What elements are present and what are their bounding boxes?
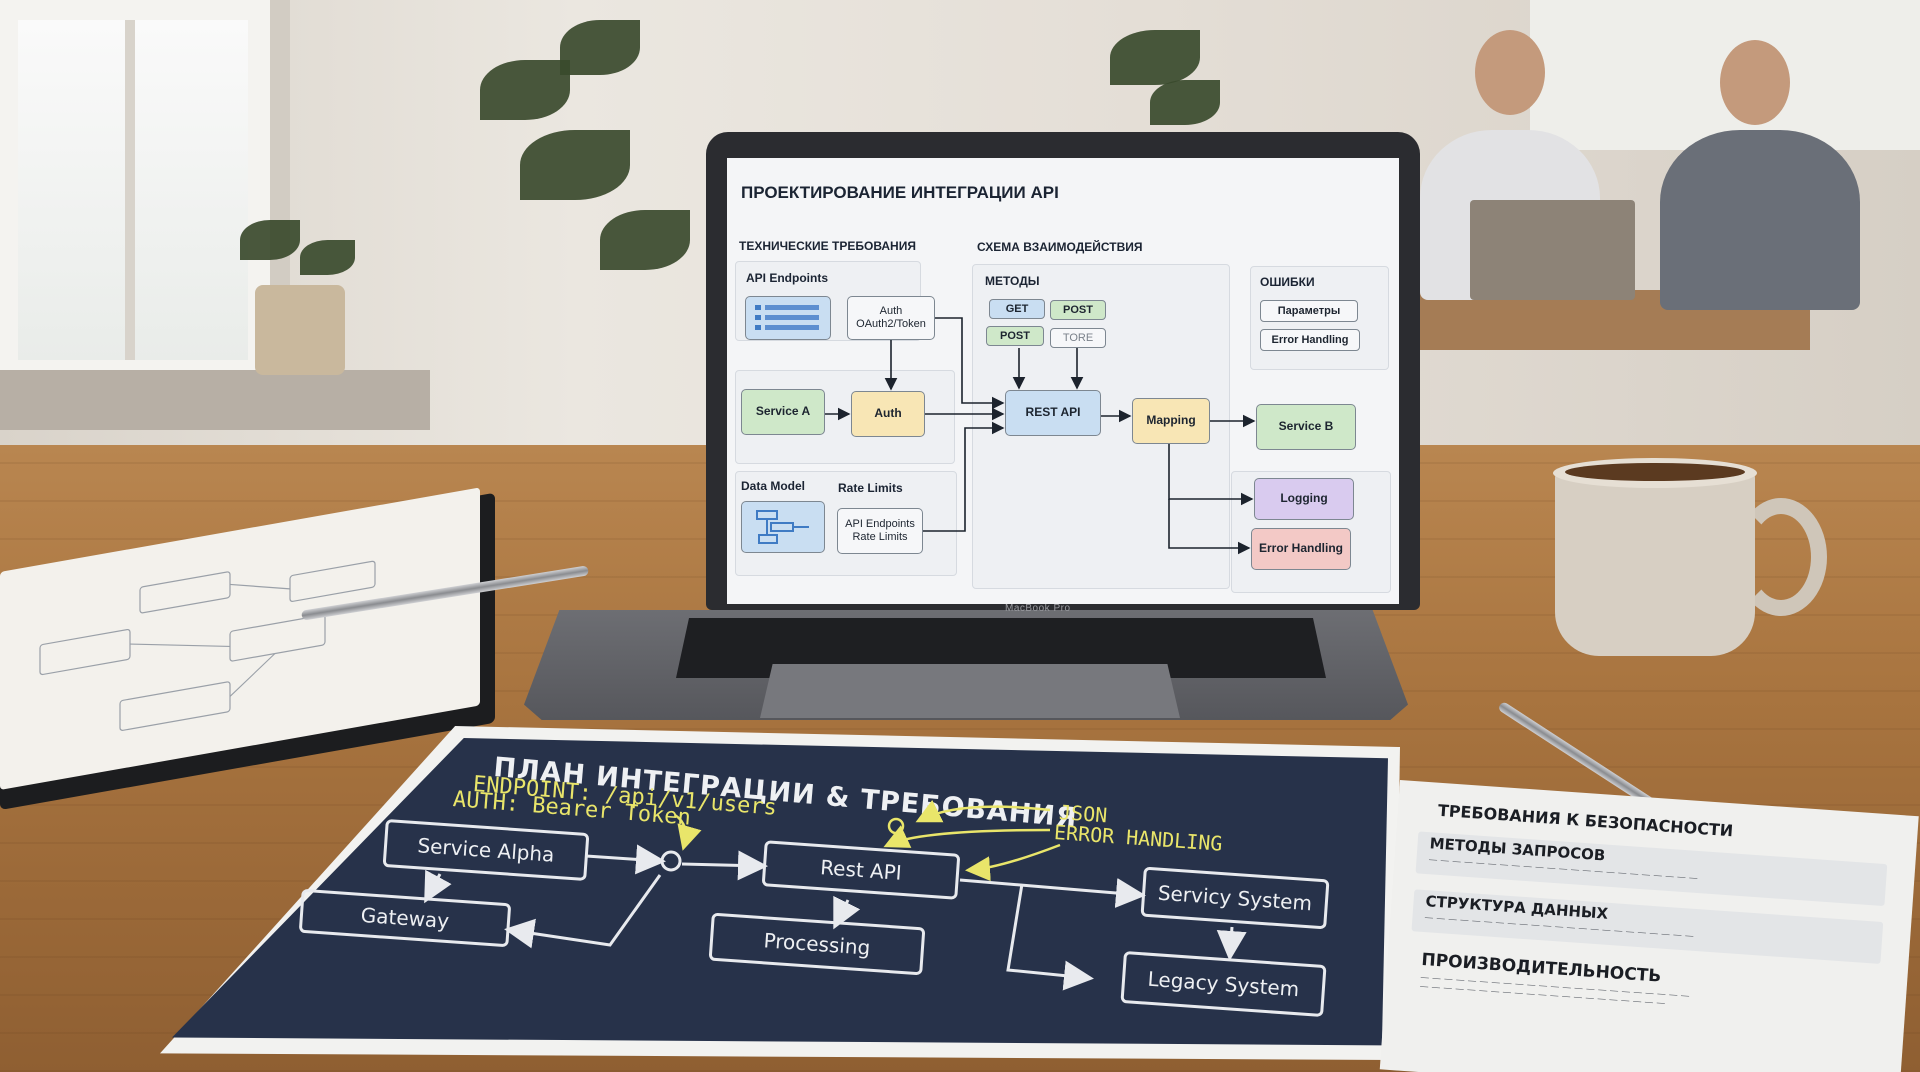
plant-leaf [240,220,300,260]
plant-leaf [480,60,570,120]
error-handling-item: Error Handling [1260,329,1360,351]
notebook-page [0,487,480,790]
background-laptop [1470,200,1635,300]
service-b-box: Service B [1256,404,1356,450]
error-handling-box: Error Handling [1251,528,1351,570]
method-tore: TORE [1050,328,1106,348]
plant-leaf [300,240,355,275]
laptop-screen: ПРОЕКТИРОВАНИЕ ИНТЕГРАЦИИ API ТЕХНИЧЕСКИ… [727,158,1399,604]
mapping-box: Mapping [1132,398,1210,444]
tech-requirements-label: ТЕХНИЧЕСКИЕ ТРЕБОВАНИЯ [739,239,916,253]
plant-leaf [600,210,690,270]
auth-oauth-box: Auth OAuth2/Token [847,296,935,340]
screen-arrows [825,317,1256,555]
methods-label: МЕТОДЫ [985,274,1040,288]
method-post: POST [1050,300,1106,320]
notebook-sketch [39,560,376,731]
service-a-box: Service A [741,389,825,435]
method-get: GET [989,299,1045,319]
schema-icon [756,510,809,544]
logging-box: Logging [1254,478,1354,520]
auth-box: Auth [851,391,925,437]
plant-pot [255,285,345,375]
plant-leaf [1150,80,1220,125]
laptop-brand: MacBook Pro [1005,603,1071,614]
data-model-label: Data Model [741,479,806,493]
method-post-2: POST [986,326,1044,346]
interaction-schema-label: СХЕМА ВЗАИМОДЕЙСТВИЯ [977,240,1143,254]
api-endpoints-label: API Endpoints [746,271,828,285]
rate-limits-box: API Endpoints Rate Limits [837,508,923,554]
person-head [1475,30,1545,115]
security-card: ТРЕБОВАНИЯ К БЕЗОПАСНОСТИ МЕТОДЫ ЗАПРОСО… [1379,780,1919,1072]
rate-limits-label: Rate Limits [838,481,903,495]
rest-api-box: REST API [1005,390,1101,436]
error-params: Параметры [1260,300,1358,322]
errors-label: ОШИБКИ [1260,275,1315,289]
junction-icon [660,850,682,872]
plant-leaf [520,130,630,200]
person-head [1720,40,1790,125]
list-icon [755,305,819,330]
plant-leaf [1110,30,1200,85]
endpoints-list-icon [745,296,831,340]
person-right [1660,130,1860,310]
security-card-title: ТРЕБОВАНИЯ К БЕЗОПАСНОСТИ [1437,800,1734,841]
plant-leaf [560,20,640,75]
window-mullion [125,20,135,360]
cup-coffee [1565,463,1745,481]
coffee-cup [1555,468,1755,656]
screen-title: ПРОЕКТИРОВАНИЕ ИНТЕГРАЦИИ API [741,183,1059,202]
json-marker-icon [887,817,905,835]
window-sill [0,370,430,430]
laptop-trackpad [760,664,1180,718]
data-model-icon [741,501,825,553]
